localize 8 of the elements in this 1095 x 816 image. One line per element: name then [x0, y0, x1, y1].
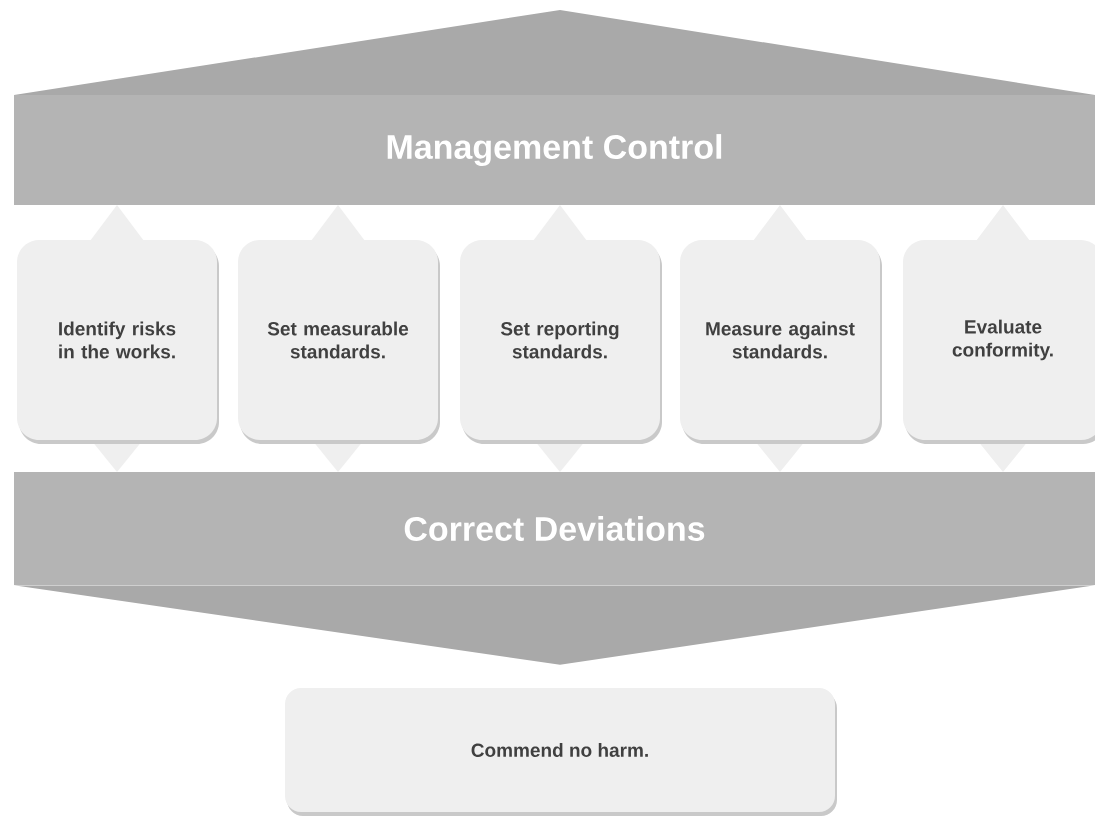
banner-band: Management Control	[14, 10, 1095, 205]
step-box: Set reporting standards.	[460, 205, 662, 472]
banner-band: Correct Deviations	[14, 472, 1095, 585]
step-box: Set measurable standards.	[238, 205, 440, 472]
step-box: Evaluate conformity.	[903, 205, 1095, 472]
step-box: Measure against standards.	[680, 205, 882, 472]
step-box: Identify risks in the works.	[17, 205, 219, 472]
result-box: Commend no harm.	[285, 688, 837, 816]
